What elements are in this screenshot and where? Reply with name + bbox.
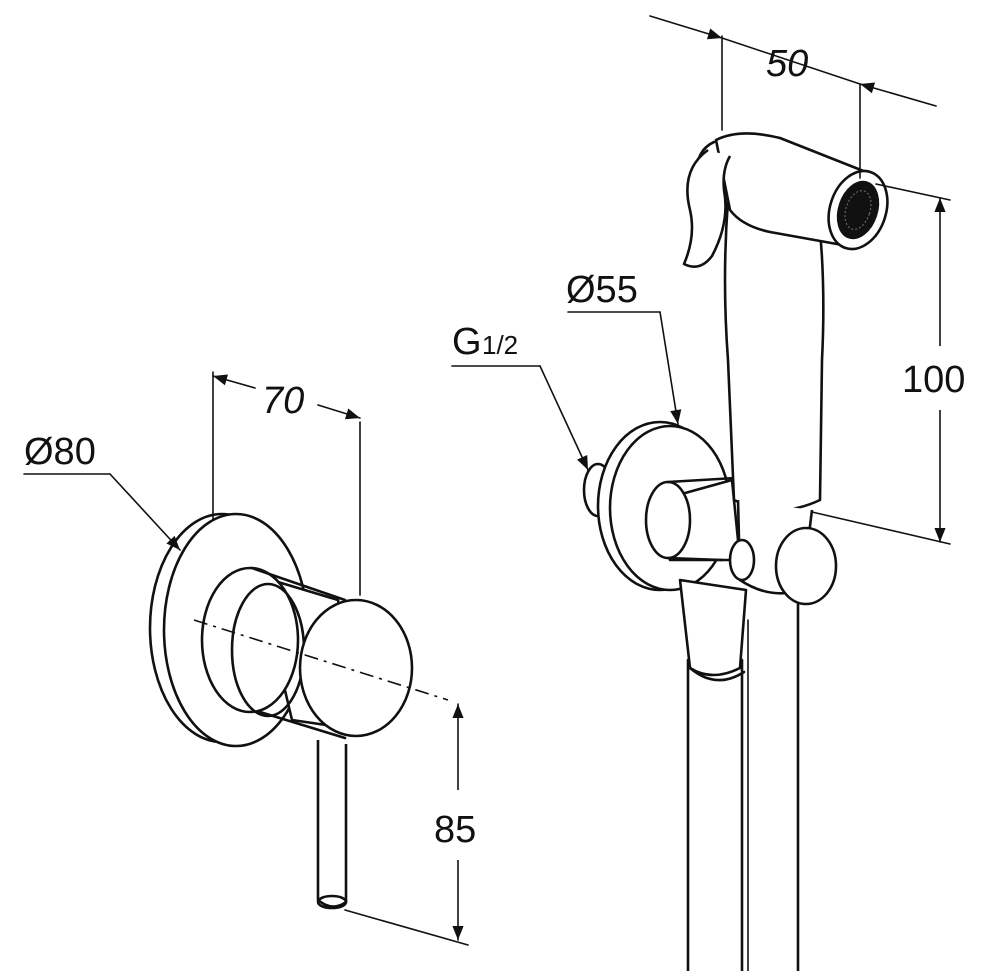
spray-handle bbox=[723, 198, 825, 512]
dim-valve-depth: 70 bbox=[262, 380, 304, 422]
elbow-bottom-edge bbox=[666, 556, 724, 562]
spray-trigger bbox=[682, 148, 732, 268]
dim-80-leader bbox=[109, 473, 181, 551]
mixer-valve: 70 Ø80 85 bbox=[23, 371, 486, 946]
dim-lever-length: 85 bbox=[434, 809, 476, 851]
dim-50-arrow-right bbox=[859, 82, 937, 107]
dim-100-ext-bottom bbox=[811, 511, 951, 545]
dim-thread-main: G bbox=[452, 321, 482, 363]
dim-85-gap bbox=[430, 790, 486, 860]
valve-handle-top-edge bbox=[250, 566, 347, 602]
dim-85-ext-bottom bbox=[344, 909, 469, 946]
dim-70-arrow-right bbox=[317, 404, 361, 420]
dim-55-leader bbox=[659, 311, 682, 425]
dim-100-gap bbox=[900, 346, 980, 410]
valve-handle-base bbox=[200, 566, 300, 714]
elbow-top-edge bbox=[666, 476, 737, 484]
dim-thread-fraction: 1/2 bbox=[482, 330, 518, 360]
elbow-end bbox=[644, 480, 692, 560]
dim-spray-height: 100 bbox=[902, 359, 965, 401]
dim-holder-diameter: Ø55 bbox=[566, 269, 638, 311]
bidet-spray-set: 50 100 Ø55 G 1/2 bbox=[451, 15, 980, 971]
dim-spray-width: 50 bbox=[766, 43, 808, 85]
spray-clip-cap bbox=[774, 526, 838, 606]
dim-100-ext-top bbox=[875, 183, 951, 201]
dim-70-arrow-left bbox=[212, 374, 256, 389]
hose-connector bbox=[678, 578, 748, 677]
valve-lever bbox=[316, 740, 348, 908]
valve-lever-tip bbox=[316, 894, 348, 910]
dim-valve-diameter: Ø80 bbox=[24, 431, 96, 473]
spray-nozzle-holes bbox=[844, 190, 872, 230]
spray-nozzle-face bbox=[836, 180, 880, 240]
hose-connector-lip bbox=[688, 666, 746, 682]
dim-g12-leader bbox=[539, 365, 589, 471]
spray-clip-knob bbox=[728, 538, 756, 582]
dim-50-line bbox=[721, 37, 861, 85]
valve-handle-cap bbox=[298, 598, 414, 738]
dim-50-arrow-left bbox=[649, 15, 723, 40]
